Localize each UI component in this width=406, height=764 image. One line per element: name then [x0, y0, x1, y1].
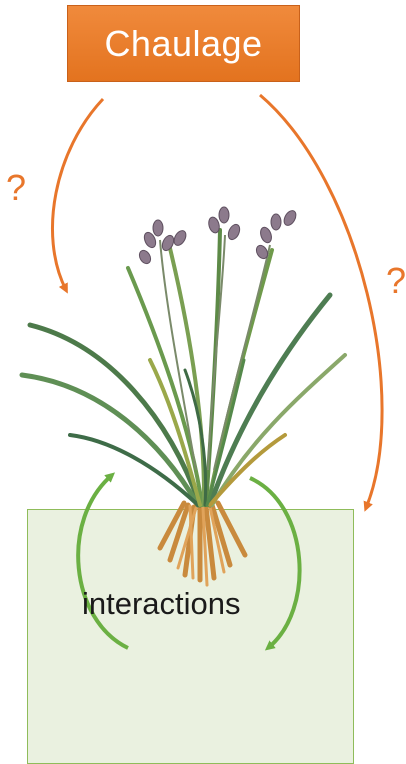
plant-illustration [22, 207, 345, 585]
interactions-label: interactions [82, 586, 302, 622]
arrow-to-soil [260, 95, 382, 508]
interaction-arrow-left [78, 475, 128, 648]
arrow-to-plant [52, 99, 103, 290]
interaction-arrow-right [250, 478, 300, 648]
